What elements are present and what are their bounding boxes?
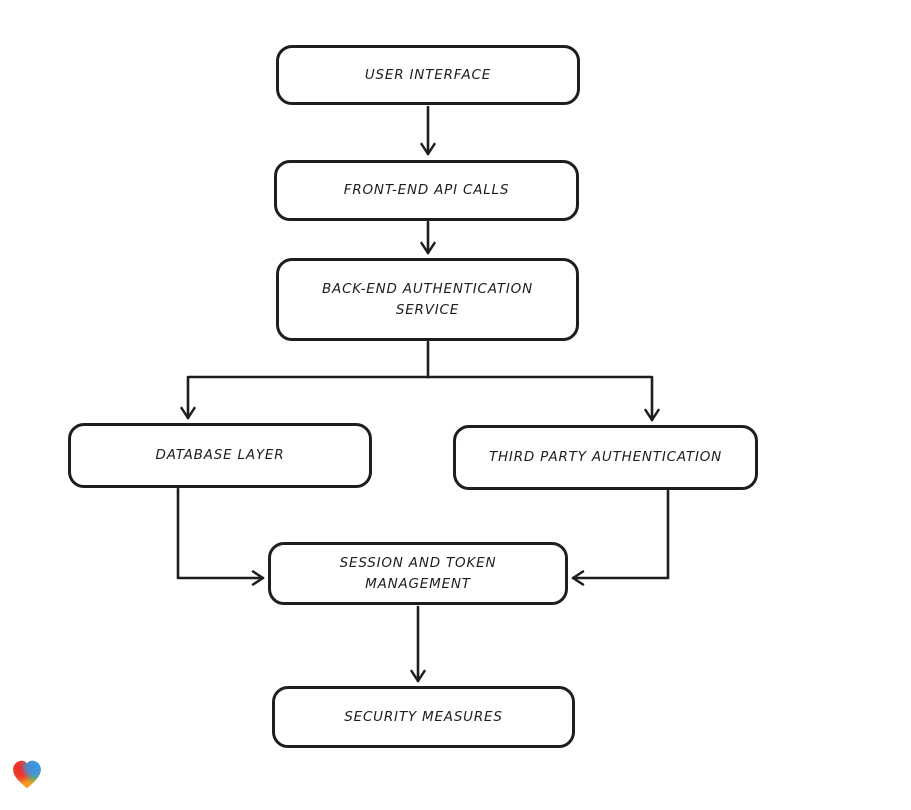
node-user-interface: USER INTERFACE [276, 45, 580, 105]
node-session-and-token-management: SESSION AND TOKEN MANAGEMENT [268, 542, 568, 605]
node-label: BACK-END AUTHENTICATION SERVICE [321, 280, 533, 318]
node-label: SESSION AND TOKEN MANAGEMENT [339, 554, 497, 592]
edge-backend-to-thirdparty [426, 375, 660, 422]
lovable-heart-logo[interactable] [10, 758, 44, 792]
node-security-measures: SECURITY MEASURES [272, 686, 575, 748]
node-third-party-authentication: THIRD PARTY AUTHENTICATION [453, 425, 758, 490]
edge-database-to-session [176, 487, 265, 586]
edge-backend-to-database [180, 375, 430, 420]
heart-shape [13, 760, 41, 789]
node-label: THIRD PARTY AUTHENTICATION [488, 449, 723, 466]
node-back-end-authentication-service: BACK-END AUTHENTICATION SERVICE [276, 258, 579, 341]
node-label: USER INTERFACE [364, 66, 492, 83]
node-label: FRONT-END API CALLS [343, 182, 510, 199]
node-database-layer: DATABASE LAYER [68, 423, 372, 488]
node-label: SECURITY MEASURES [344, 708, 503, 725]
node-front-end-api-calls: FRONT-END API CALLS [274, 160, 579, 221]
edge-thirdparty-to-session [571, 489, 670, 586]
node-label: DATABASE LAYER [155, 447, 285, 464]
